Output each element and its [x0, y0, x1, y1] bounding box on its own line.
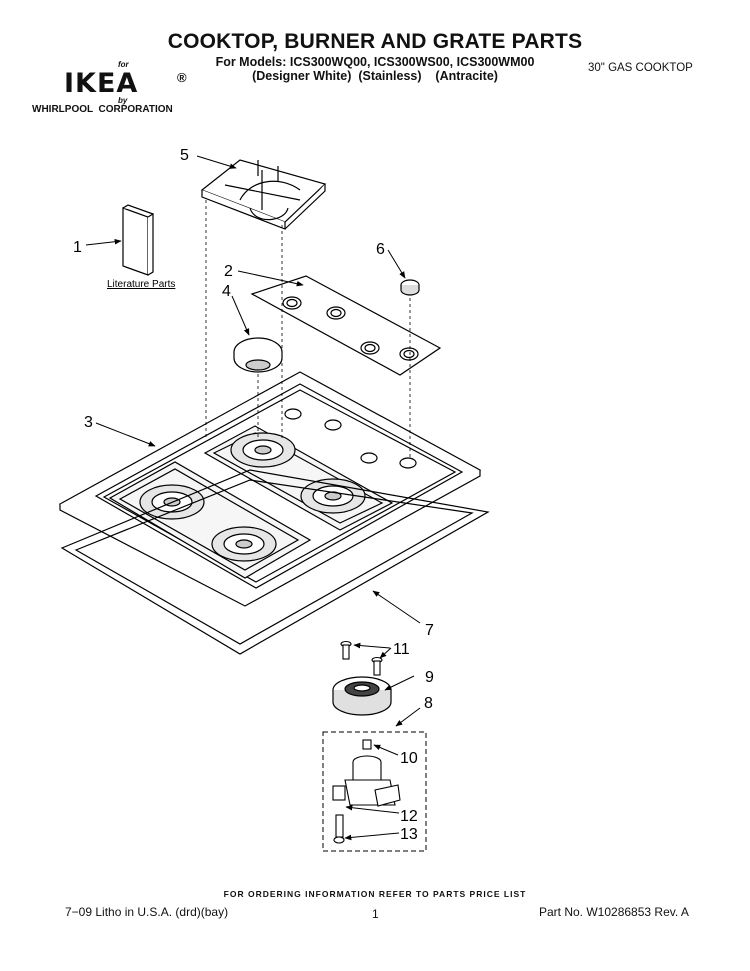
valve-assembly-group — [322, 731, 427, 852]
burner-base — [332, 676, 392, 716]
callout-12: 12 — [400, 808, 418, 825]
leader-lines — [85, 155, 421, 841]
part-number: Part No. W10286853 Rev. A — [539, 905, 689, 919]
model-finishes: (Designer White) (Stainless) (Antracite) — [252, 69, 498, 83]
callout-10: 10 — [400, 750, 418, 767]
screws — [340, 640, 383, 676]
ordering-info: FOR ORDERING INFORMATION REFER TO PARTS … — [223, 889, 527, 899]
logo-registered-mark: ® — [177, 70, 187, 85]
callout-6: 6 — [376, 241, 385, 258]
valve-assembly — [332, 739, 401, 844]
logo-corporation: WHIRLPOOL CORPORATION — [32, 104, 173, 115]
grate-part — [200, 159, 327, 230]
callout-1: 1 — [73, 239, 82, 256]
callout-13: 13 — [400, 826, 418, 843]
callout-7: 7 — [425, 622, 434, 639]
callout-9: 9 — [425, 669, 434, 686]
model-list: For Models: ICS300WQ00, ICS300WS00, ICS3… — [205, 55, 545, 83]
logo-for-text: for — [118, 60, 129, 69]
product-type: 30" GAS COOKTOP — [588, 62, 693, 74]
alignment-lines — [205, 200, 411, 460]
control-knob — [400, 279, 420, 296]
logo-brand: IKEA — [64, 68, 139, 99]
callout-3: 3 — [84, 414, 93, 431]
model-numbers: For Models: ICS300WQ00, ICS300WS00, ICS3… — [215, 55, 535, 69]
cooktop-main-top — [58, 371, 482, 607]
cooktop-gasket — [60, 469, 490, 655]
page-title: COOKTOP, BURNER AND GRATE PARTS — [167, 30, 583, 53]
ikea-whirlpool-logo: for IKEA ® by WHIRLPOOL CORPORATION — [30, 60, 195, 118]
literature-parts-label: Literature Parts — [107, 279, 175, 290]
callout-5: 5 — [180, 147, 189, 164]
logo-by-text: by — [118, 96, 128, 105]
literature-booklet — [122, 204, 154, 276]
callout-11: 11 — [393, 641, 410, 658]
burner-cap — [233, 337, 283, 373]
callout-8: 8 — [424, 695, 433, 712]
callout-4: 4 — [222, 283, 231, 300]
litho-info: 7−09 Litho in U.S.A. (drd)(bay) — [65, 905, 229, 919]
callout-2: 2 — [224, 263, 233, 280]
page-number: 1 — [372, 907, 379, 921]
